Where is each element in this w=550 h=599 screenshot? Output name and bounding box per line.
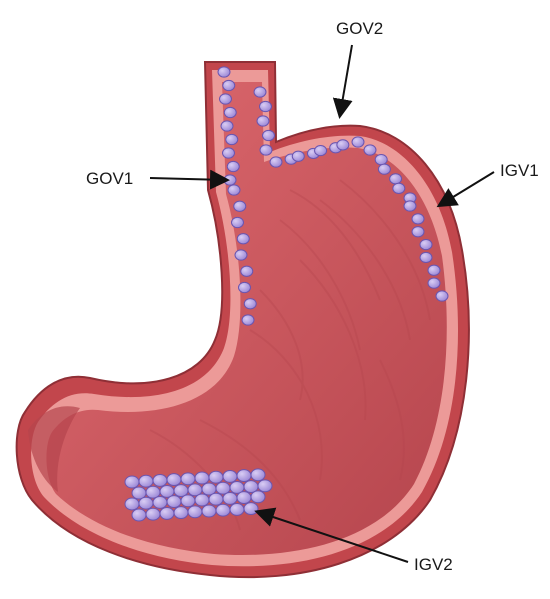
varix-bead — [195, 494, 209, 506]
varix-bead — [132, 509, 146, 521]
varix-bead — [237, 492, 251, 504]
varix-bead — [226, 134, 238, 144]
varix-bead — [221, 121, 233, 131]
varix-bead — [195, 472, 209, 484]
label-gov1: GOV1 — [86, 169, 133, 188]
igv1-arrow — [440, 172, 494, 205]
varix-bead — [412, 227, 424, 237]
varix-bead — [251, 491, 265, 503]
varix-bead — [235, 250, 247, 260]
varix-bead — [436, 291, 448, 301]
varix-bead — [224, 107, 236, 117]
varix-bead — [244, 299, 256, 309]
varix-bead — [260, 145, 272, 155]
varix-bead — [237, 234, 249, 244]
varix-bead — [181, 495, 195, 507]
varix-bead — [188, 506, 202, 518]
varix-bead — [428, 278, 440, 288]
varix-bead — [251, 469, 265, 481]
varix-bead — [230, 503, 244, 515]
varix-bead — [237, 470, 251, 482]
gov2-arrow — [340, 45, 352, 115]
label-igv1: IGV1 — [500, 161, 539, 180]
varix-bead — [139, 475, 153, 487]
varix-bead — [125, 476, 139, 488]
varix-bead — [202, 505, 216, 517]
varix-bead — [160, 507, 174, 519]
varix-bead — [315, 145, 327, 155]
varix-bead — [428, 265, 440, 275]
varix-bead — [393, 183, 405, 193]
varix-bead — [153, 496, 167, 508]
varix-bead — [153, 474, 167, 486]
varix-bead — [412, 214, 424, 224]
varix-bead — [258, 480, 272, 492]
varix-bead — [375, 155, 387, 165]
varix-bead — [125, 498, 139, 510]
varix-bead — [167, 474, 181, 486]
varix-bead — [378, 164, 390, 174]
varix-bead — [257, 116, 269, 126]
varix-bead — [223, 470, 237, 482]
igv2-varices — [125, 469, 272, 521]
varix-bead — [242, 315, 254, 325]
varix-bead — [234, 201, 246, 211]
varix-bead — [174, 507, 188, 519]
varix-bead — [139, 497, 153, 509]
varix-bead — [167, 496, 181, 508]
varix-bead — [181, 473, 195, 485]
varix-bead — [241, 266, 253, 276]
varix-bead — [292, 151, 304, 161]
varix-bead — [420, 239, 432, 249]
varix-bead — [420, 252, 432, 262]
varix-bead — [352, 137, 364, 147]
varix-bead — [260, 101, 272, 111]
label-igv2: IGV2 — [414, 555, 453, 574]
varix-bead — [223, 80, 235, 90]
varix-bead — [244, 503, 258, 515]
varix-bead — [232, 217, 244, 227]
varix-bead — [254, 87, 266, 97]
varix-bead — [220, 94, 232, 104]
varix-bead — [263, 130, 275, 140]
varix-bead — [146, 508, 160, 520]
varix-bead — [227, 161, 239, 171]
varix-bead — [209, 493, 223, 505]
varix-bead — [209, 471, 223, 483]
varix-bead — [404, 201, 416, 211]
varix-bead — [218, 67, 230, 77]
label-gov2: GOV2 — [336, 19, 383, 38]
varix-bead — [390, 174, 402, 184]
varix-bead — [223, 492, 237, 504]
varix-bead — [364, 145, 376, 155]
varix-bead — [337, 140, 349, 150]
varix-bead — [216, 504, 230, 516]
varix-bead — [270, 157, 282, 167]
varix-bead — [239, 282, 251, 292]
varix-bead — [228, 185, 240, 195]
varix-bead — [223, 148, 235, 158]
